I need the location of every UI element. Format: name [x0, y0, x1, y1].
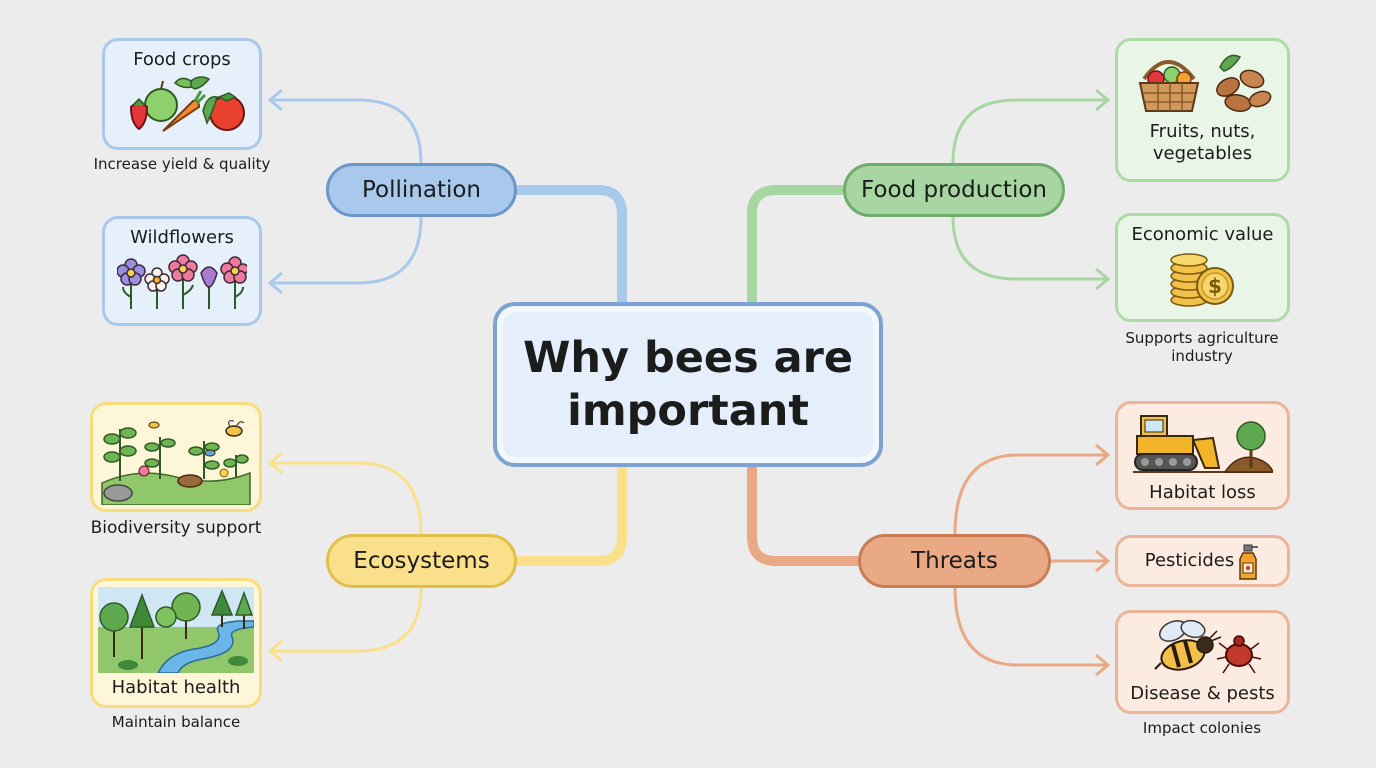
connector-ecosystems: [517, 467, 627, 566]
card-habitat-loss-label: Habitat loss: [1149, 482, 1256, 503]
arrow-economic: [1095, 267, 1111, 291]
arrow-food-crops: [267, 88, 283, 112]
bee-mite-icon: [1143, 619, 1263, 679]
arrow-habitat-loss: [1095, 443, 1111, 467]
card-pesticides-label: Pesticides: [1144, 550, 1235, 571]
central-topic: Why bees are important: [493, 302, 883, 467]
card-wildflowers-label: Wildflowers: [130, 227, 234, 248]
connector-wildflowers: [270, 216, 423, 285]
arrow-fruits: [1095, 88, 1111, 112]
connector-pollination: [517, 185, 627, 302]
card-economic-value[interactable]: Economic value $: [1115, 213, 1290, 322]
arrow-biodiversity: [267, 451, 283, 475]
branch-threats-label: Threats: [911, 548, 998, 574]
bulldozer-icon: [1132, 410, 1273, 476]
flowers-icon: [117, 249, 247, 313]
forest-river-icon: [98, 587, 254, 673]
connector-habitat-health: [270, 587, 423, 653]
basket-nuts-icon: [1128, 49, 1278, 119]
branch-ecosystems[interactable]: Ecosystems: [326, 534, 517, 588]
card-economic-value-label: Economic value: [1131, 224, 1274, 245]
connector-food-production: [747, 185, 843, 302]
arrow-wildflowers: [267, 271, 283, 295]
branch-ecosystems-label: Ecosystems: [353, 548, 490, 574]
note-disease-pests: Impact colonies: [1142, 719, 1262, 737]
connector-biodiversity: [270, 461, 423, 535]
card-fruits-label: Fruits, nuts, vegetables: [1149, 121, 1256, 164]
card-disease-pests[interactable]: Disease & pests: [1115, 610, 1290, 714]
card-habitat-health-label: Habitat health: [111, 677, 241, 698]
branch-pollination-label: Pollination: [361, 177, 482, 203]
connector-food-crops: [270, 98, 423, 164]
branch-food-production[interactable]: Food production: [843, 163, 1065, 217]
card-biodiversity-label: Biodiversity support: [90, 518, 262, 538]
arrow-disease: [1095, 653, 1111, 677]
coins-icon: $: [1163, 246, 1243, 310]
note-habitat-health: Maintain balance: [111, 713, 241, 731]
note-food-crops: Increase yield & quality: [93, 155, 271, 173]
connector-economic: [951, 216, 1108, 281]
card-biodiversity[interactable]: [90, 402, 262, 512]
card-habitat-loss[interactable]: Habitat loss: [1115, 401, 1290, 510]
central-topic-title: Why bees are important: [522, 332, 854, 436]
branch-food-production-label: Food production: [861, 177, 1047, 203]
connector-threats: [747, 467, 858, 566]
card-fruits-nuts-vegetables[interactable]: Fruits, nuts, vegetables: [1115, 38, 1290, 182]
branch-pollination[interactable]: Pollination: [326, 163, 517, 217]
spray-bottle-icon: [1238, 541, 1260, 581]
biodiversity-icon: [98, 411, 254, 505]
card-food-crops-label: Food crops: [133, 49, 231, 70]
card-habitat-health[interactable]: Habitat health: [90, 578, 262, 708]
branch-threats[interactable]: Threats: [858, 534, 1051, 588]
card-disease-pests-label: Disease & pests: [1130, 683, 1275, 704]
card-pesticides[interactable]: Pesticides: [1115, 535, 1290, 587]
connector-disease: [953, 587, 1108, 667]
note-economic-value: Supports agriculture industry: [1125, 329, 1279, 365]
arrow-pesticides: [1095, 549, 1111, 573]
connector-habitat-loss: [953, 453, 1108, 535]
connector-fruits: [951, 98, 1108, 164]
svg-text:$: $: [1208, 274, 1222, 298]
card-wildflowers[interactable]: Wildflowers: [102, 216, 262, 326]
fruit-vegetable-icon: [117, 71, 247, 135]
arrow-habitat-health: [267, 639, 283, 663]
card-food-crops[interactable]: Food crops: [102, 38, 262, 150]
